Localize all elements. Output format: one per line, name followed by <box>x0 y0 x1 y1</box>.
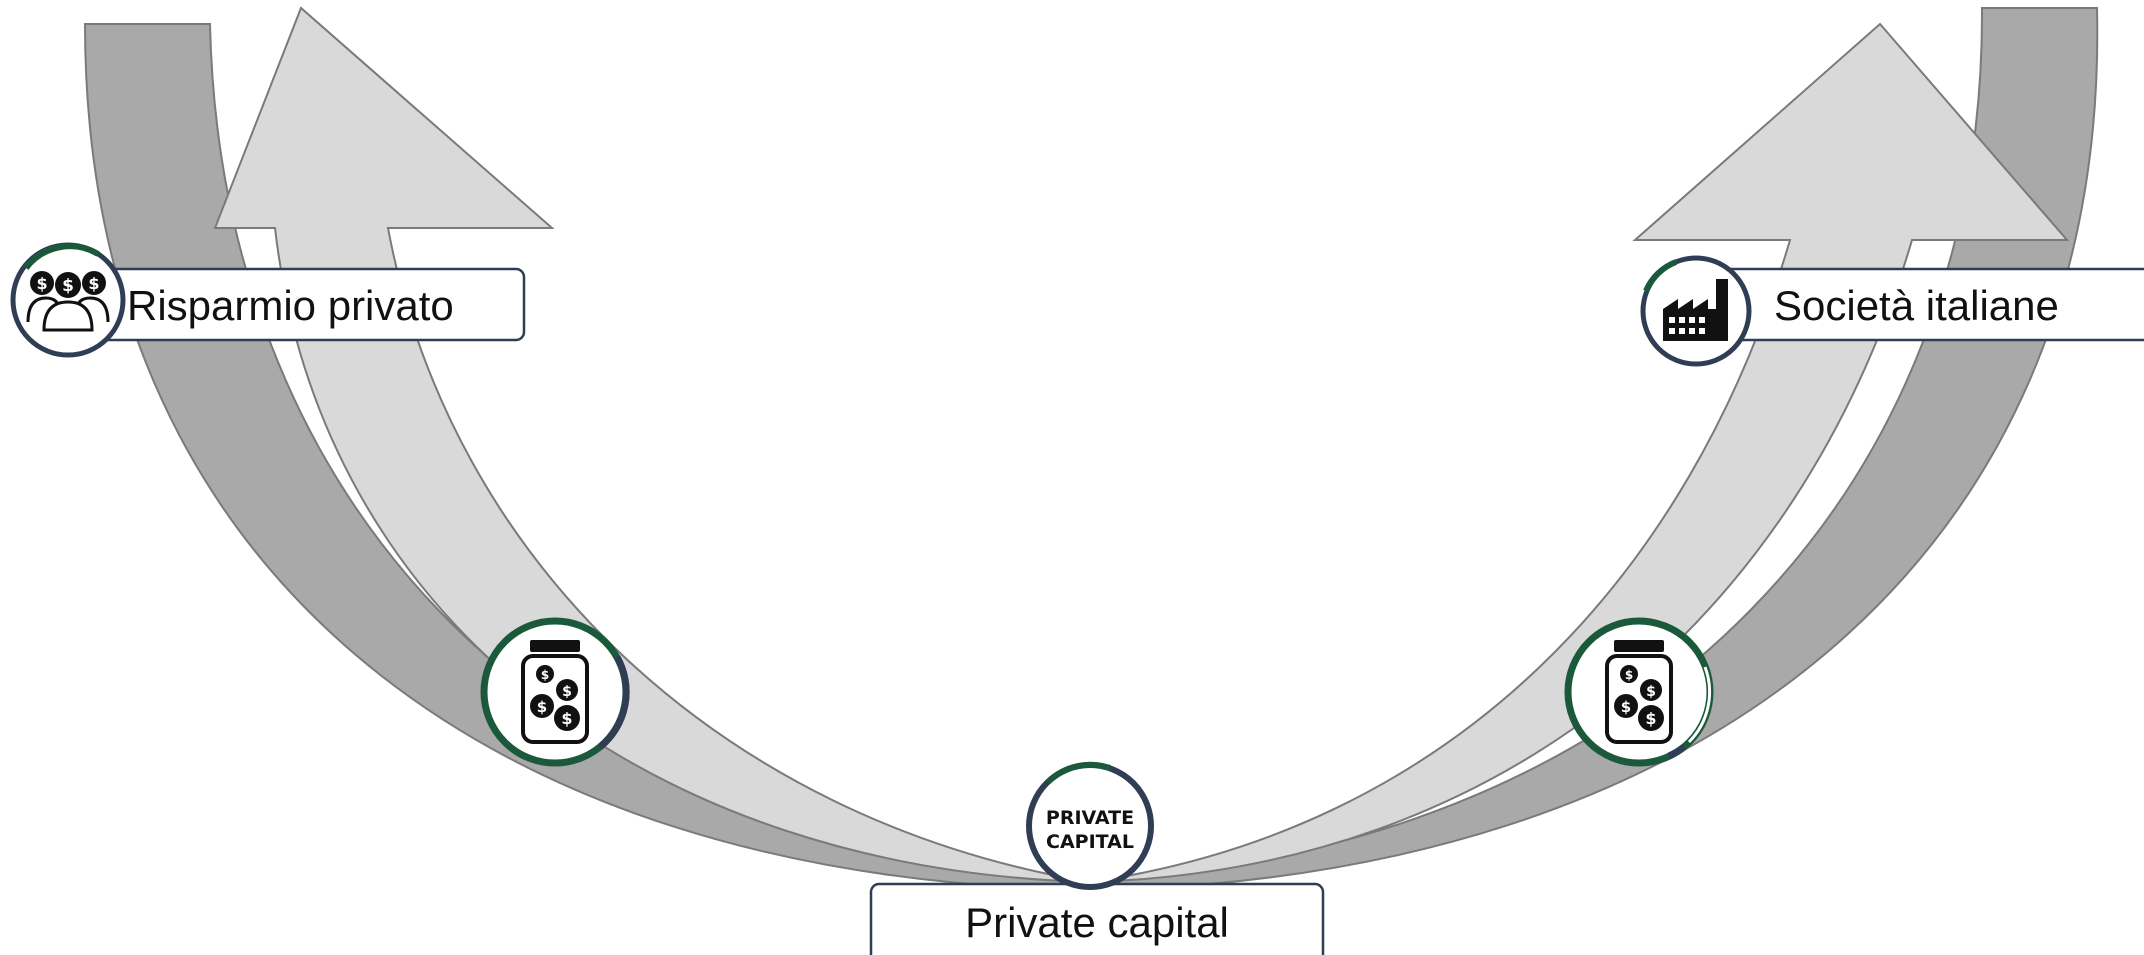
svg-text:$: $ <box>562 684 572 700</box>
money-jar-icon-left: $ $ $ $ <box>480 617 630 767</box>
private-capital-node: Private capital PRIVATE CAPITAL <box>869 761 1325 955</box>
societa-label: Società italiane <box>1774 282 2059 329</box>
risparmio-node: Risparmio privato $ $ $ <box>10 242 526 358</box>
svg-text:$: $ <box>1645 709 1656 728</box>
svg-text:$: $ <box>1646 684 1656 700</box>
svg-text:$: $ <box>62 276 74 296</box>
right-light-arrow <box>1089 22 2070 883</box>
svg-text:$: $ <box>541 668 549 682</box>
private-capital-label: Private capital <box>965 899 1229 946</box>
left-dark-arrow-band <box>83 23 1091 892</box>
svg-text:$: $ <box>537 698 547 716</box>
svg-text:$: $ <box>36 274 47 293</box>
risparmio-label: Risparmio privato <box>127 282 454 329</box>
factory-icon <box>1640 255 1752 367</box>
svg-text:$: $ <box>1625 668 1633 682</box>
private-capital-badge-line1: PRIVATE <box>1046 807 1134 829</box>
left-light-arrow <box>213 6 1091 883</box>
private-capital-icon: PRIVATE CAPITAL <box>1026 761 1154 890</box>
svg-text:$: $ <box>561 709 572 728</box>
money-jar-icon-right: $ $ $ $ <box>1564 617 1714 767</box>
svg-text:$: $ <box>88 274 99 293</box>
people-money-icon: $ $ $ <box>10 242 126 358</box>
svg-text:$: $ <box>1621 698 1631 716</box>
private-capital-badge-line2: CAPITAL <box>1046 831 1134 853</box>
societa-node: Società italiane <box>1640 255 2144 367</box>
